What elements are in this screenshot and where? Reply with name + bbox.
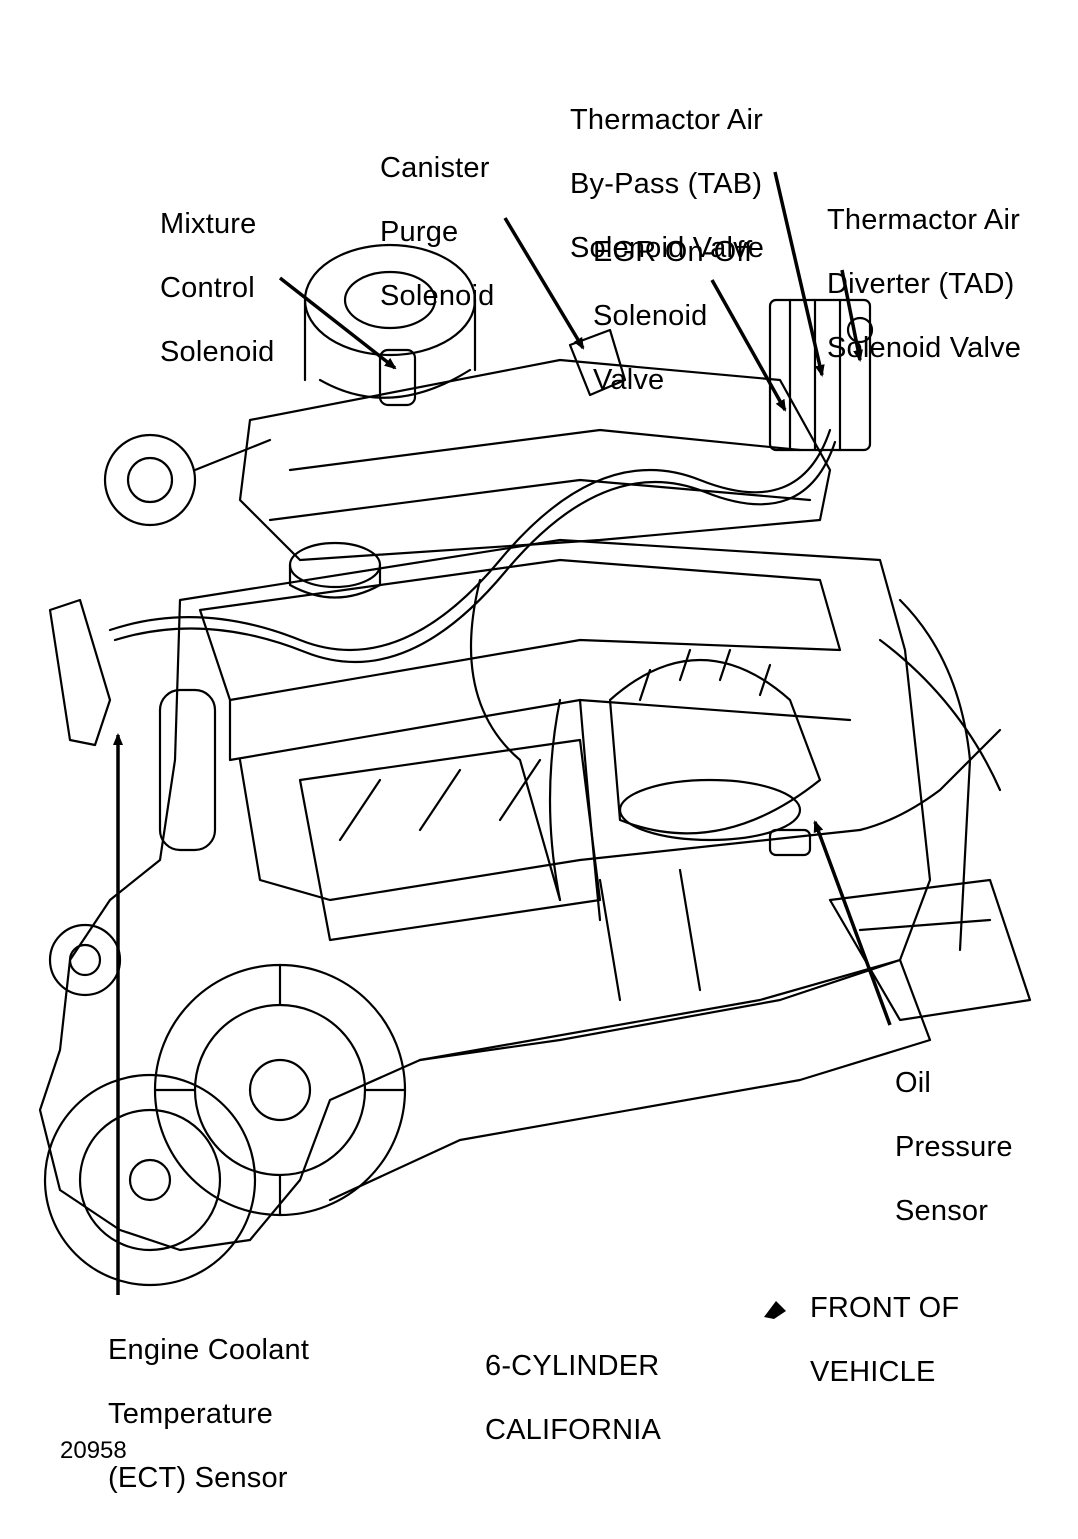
engine-block-outline <box>38 538 932 1252</box>
crank-pulley <box>43 1073 257 1287</box>
label-line: Oil <box>895 1067 932 1099</box>
front-arrow-icon <box>764 1301 786 1319</box>
oil-filler-cap <box>288 541 382 589</box>
label-line: Mixture <box>160 208 257 240</box>
label-line: EGR On-Off <box>593 236 753 268</box>
label-line: Diverter (TAD) <box>827 268 1015 300</box>
intake-manifold <box>238 358 832 562</box>
label-line: (ECT) Sensor <box>108 1462 288 1494</box>
label-line: FRONT OF <box>810 1292 960 1324</box>
distributor <box>608 659 822 835</box>
leader-thermactor-tab <box>773 171 825 377</box>
label-engine-type: 6-CYLINDER CALIFORNIA <box>485 1318 661 1478</box>
label-canister-purge-solenoid: Canister Purge Solenoid <box>380 120 494 344</box>
leader-canister-purge <box>503 217 585 350</box>
label-line: Thermactor Air <box>570 104 763 136</box>
leader-oil-pressure <box>813 820 892 1026</box>
leader-mixture-control <box>278 276 397 370</box>
leader-egr-onoff <box>710 279 787 412</box>
figure-number: 20958 <box>60 1437 127 1464</box>
label-line: VEHICLE <box>810 1356 936 1388</box>
label-line: Solenoid <box>593 300 708 332</box>
thermostat-housing <box>48 598 112 747</box>
label-line: Engine Coolant <box>108 1334 310 1366</box>
egr-valve <box>103 433 197 527</box>
label-line: Purge <box>380 216 459 248</box>
label-line: Solenoid Valve <box>570 232 765 264</box>
label-line: Control <box>160 272 255 304</box>
label-line: Thermactor Air <box>827 204 1020 236</box>
label-thermactor-air-bypass: Thermactor Air By-Pass (TAB) Solenoid Va… <box>570 72 764 296</box>
label-oil-pressure-sensor: Oil Pressure Sensor <box>895 1035 1013 1259</box>
leader-thermactor-tad <box>840 269 863 362</box>
label-thermactor-air-diverter: Thermactor Air Diverter (TAD) Solenoid V… <box>827 172 1021 396</box>
label-line: CALIFORNIA <box>485 1414 662 1446</box>
label-line: Temperature <box>108 1398 273 1430</box>
label-line: Canister <box>380 152 490 184</box>
label-line: 6-CYLINDER <box>485 1350 660 1382</box>
label-egr-onoff-solenoid: EGR On-Off Solenoid Valve <box>593 204 752 428</box>
label-line: By-Pass (TAB) <box>570 168 763 200</box>
label-line: Solenoid <box>380 280 495 312</box>
oil-pressure-sensor-body <box>768 828 812 857</box>
canister-purge-solenoid-body <box>568 328 627 397</box>
label-mixture-control-solenoid: Mixture Control Solenoid <box>160 176 274 400</box>
label-ect-sensor: Engine Coolant Temperature (ECT) Sensor <box>108 1302 309 1526</box>
label-line: Pressure <box>895 1131 1013 1163</box>
label-line: Valve <box>593 364 665 396</box>
label-line: Solenoid Valve <box>827 332 1022 364</box>
label-front-of-vehicle: FRONT OF VEHICLE <box>810 1260 959 1420</box>
alternator-pulley <box>48 923 122 997</box>
label-line: Solenoid <box>160 336 275 368</box>
solenoid-cluster <box>768 298 872 452</box>
label-line: Sensor <box>895 1195 989 1227</box>
